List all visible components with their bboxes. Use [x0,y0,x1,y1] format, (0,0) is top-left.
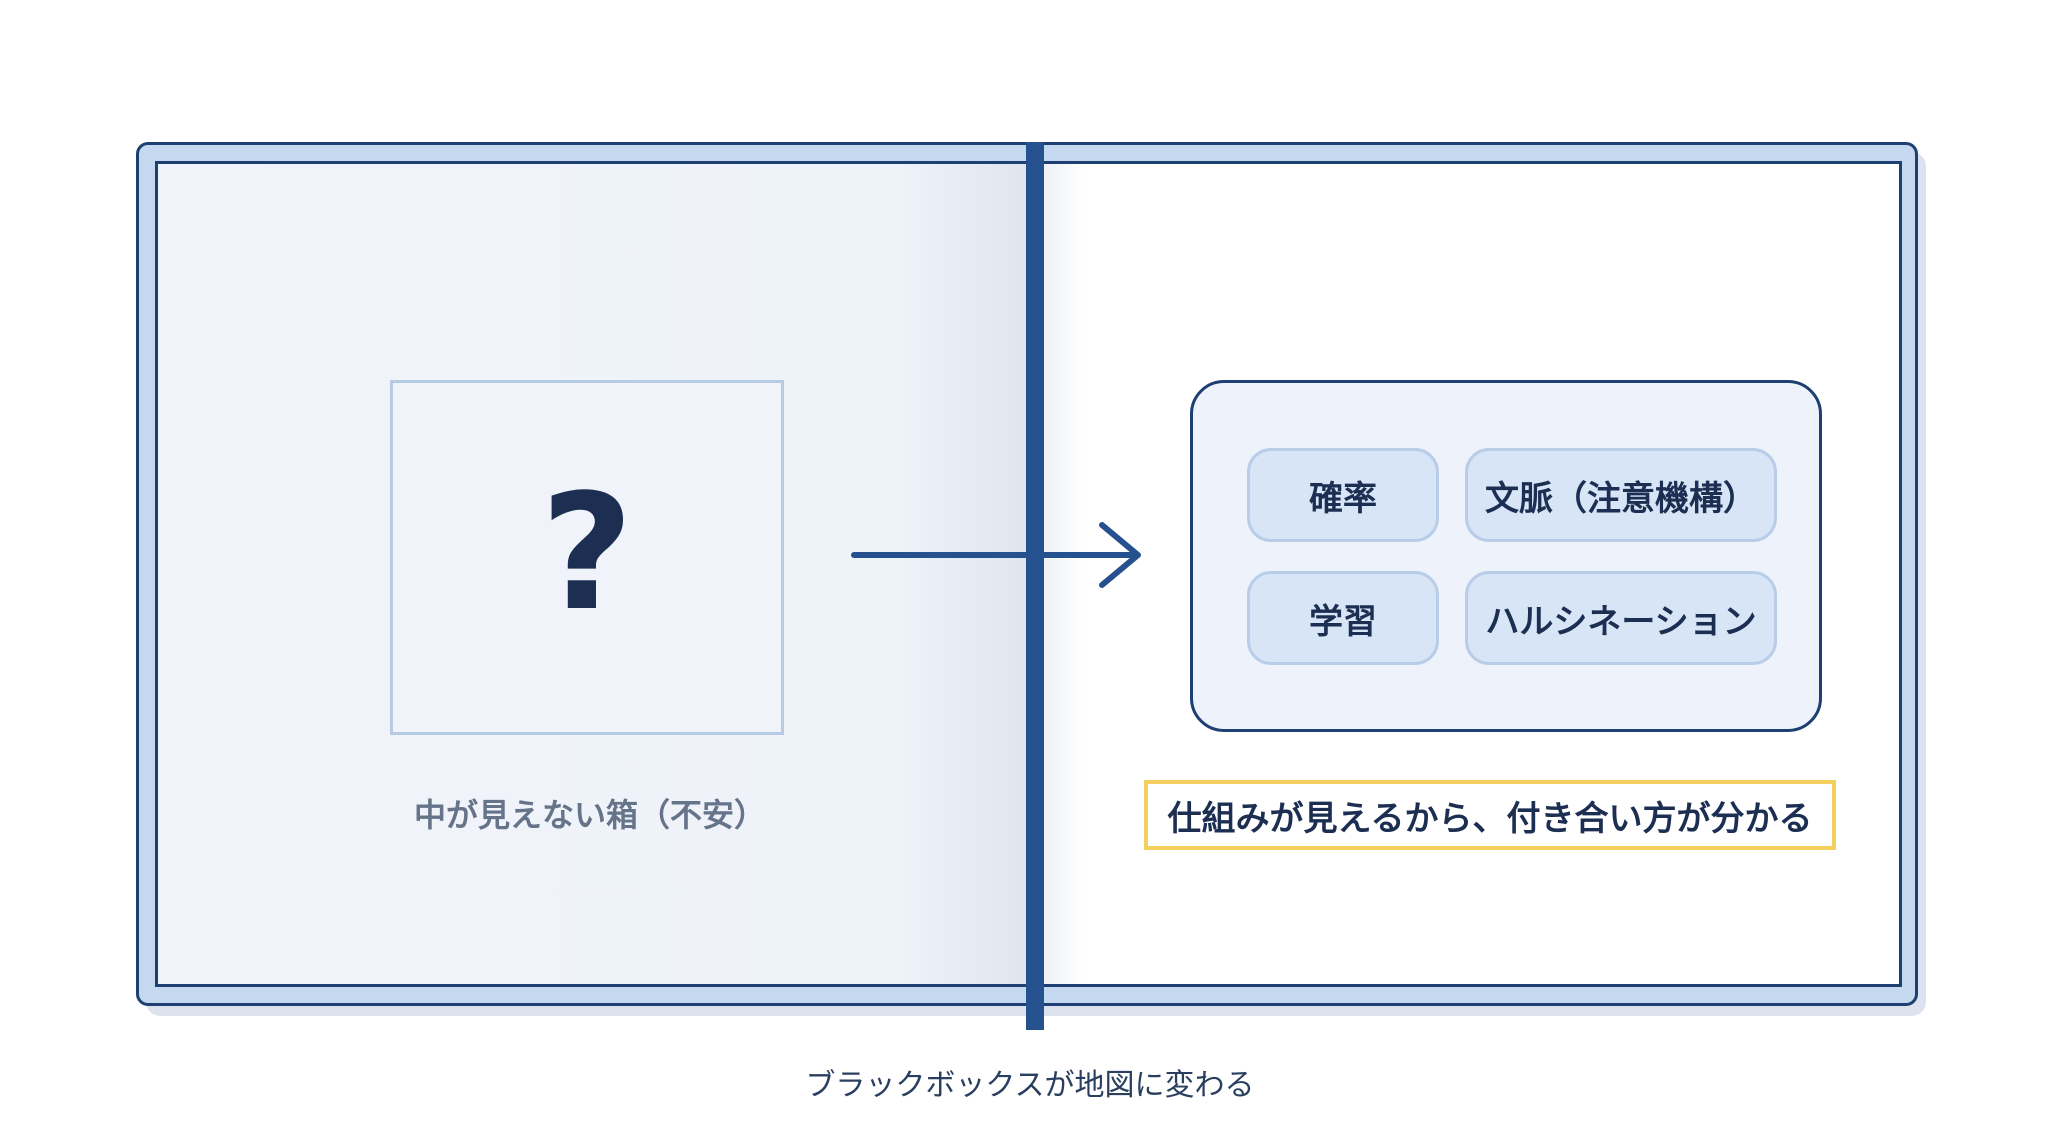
question-mark-icon: ? [540,458,634,646]
concept-chip-context-attention: 文脈（注意機構） [1465,448,1777,542]
transition-arrow-icon [851,522,1141,588]
concept-chip-learning: 学習 [1247,571,1439,665]
concept-chip-hallucination: ハルシネーション [1465,571,1777,665]
concept-chip-probability: 確率 [1247,448,1439,542]
book-spine [1026,142,1044,1030]
black-box: ? [390,380,784,735]
highlight-message: 仕組みが見えるから、付き合い方が分かる [1144,780,1836,850]
left-caption: 中が見えない箱（不安） [413,796,766,834]
concept-map-panel: 確率 文脈（注意機構） 学習 ハルシネーション [1190,380,1822,732]
footer-caption: ブラックボックスが地図に変わる [805,1068,1255,1103]
